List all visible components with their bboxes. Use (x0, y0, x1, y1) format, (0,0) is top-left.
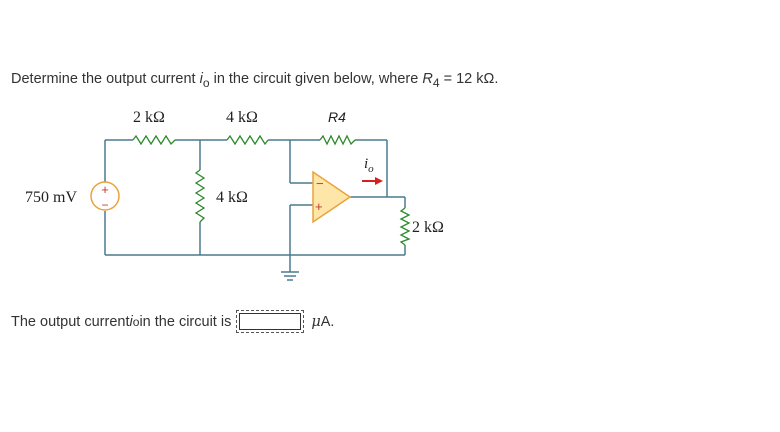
source-label: 750 mV (25, 189, 77, 206)
source-plus: + (101, 182, 109, 197)
ground-icon (281, 271, 299, 281)
question-text: Determine the output current io in the c… (11, 71, 499, 90)
opamp-plus: + (315, 199, 323, 214)
r3-label: 4 kΩ (216, 189, 248, 206)
resistor-r3-icon (194, 169, 206, 223)
resistor-r1-icon (132, 134, 176, 146)
source-minus: − (101, 198, 108, 212)
r2-label: 4 kΩ (226, 109, 258, 126)
r1-label: 2 kΩ (133, 109, 165, 126)
opamp-minus: − (316, 176, 324, 191)
io-arrowhead-icon (375, 177, 383, 185)
r4-label: R4 (328, 109, 346, 125)
opamp-icon (312, 170, 352, 224)
current-symbol: i (199, 71, 203, 87)
voltage-source-icon (90, 181, 120, 211)
unit-rest: A. (320, 313, 335, 330)
rl-label: 2 kΩ (412, 219, 444, 236)
resistor-r2-icon (226, 134, 269, 146)
unit-mu: μ (311, 313, 321, 330)
circuit-wires (104, 139, 406, 272)
io-label: io (364, 156, 374, 175)
resistor-r4-icon (319, 134, 356, 146)
resistor-rl-icon (399, 207, 411, 246)
answer-input[interactable] (236, 310, 305, 333)
resistor-symbol: R (422, 71, 433, 87)
